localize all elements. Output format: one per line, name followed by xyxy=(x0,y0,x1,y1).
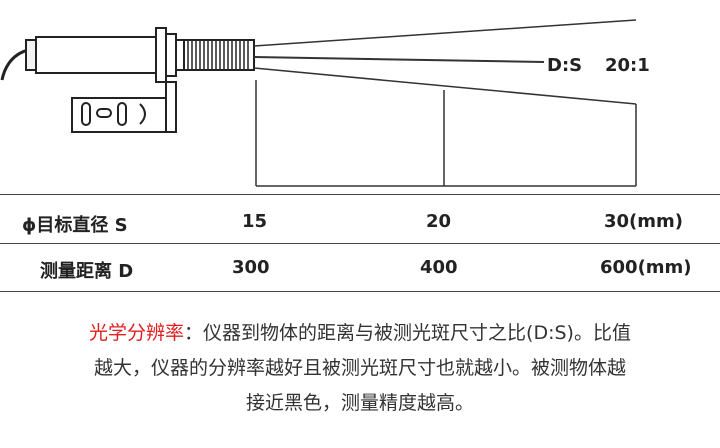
mounting-bracket xyxy=(71,81,177,133)
sensor-cable xyxy=(0,48,29,81)
optical-resolution-diagram: D:S 20:1 xyxy=(0,19,650,187)
optical-axis xyxy=(253,56,545,63)
table-cell: 600(mm) xyxy=(600,257,692,278)
table-cell: 400 xyxy=(420,257,458,278)
table-row-divider xyxy=(0,243,720,244)
distance-markers xyxy=(255,80,637,187)
row-label: ϕ目标直径 S xyxy=(22,215,128,236)
table-cell: 20 xyxy=(426,211,452,232)
description-line-1: 光学分辨率：仪器到物体的距离与被测光斑尺寸之比(D:S)。比值 xyxy=(0,316,720,351)
table-row-target-diameter: ϕ目标直径 S 15 20 30(mm) xyxy=(0,198,720,246)
table-cell: 30(mm) xyxy=(604,211,684,232)
ratio-label: D:S xyxy=(547,55,582,76)
description-line-3: 接近黑色，测量精度越高。 xyxy=(245,392,474,414)
row-label: 测量距离 D xyxy=(40,261,134,282)
ratio-value: 20:1 xyxy=(605,55,650,76)
sensor-body xyxy=(25,27,185,83)
description-text: ：仪器到物体的距离与被测光斑尺寸之比(D:S)。比值 xyxy=(184,322,631,344)
description-term: 光学分辨率 xyxy=(89,322,185,344)
table-cell: 15 xyxy=(242,211,268,232)
field-of-view-cone xyxy=(253,19,637,105)
table-bottom-border xyxy=(0,291,720,292)
table-row-measure-distance: 测量距离 D 300 400 600(mm) xyxy=(0,244,720,292)
table-cell: 300 xyxy=(232,257,270,278)
sensor-thread xyxy=(183,39,255,71)
table-top-border xyxy=(0,194,720,195)
description-line-2: 越大，仪器的分辨率越好且被测光斑尺寸也就越小。被测物体越 xyxy=(93,357,626,379)
description-paragraph: 光学分辨率：仪器到物体的距离与被测光斑尺寸之比(D:S)。比值 越大，仪器的分辨… xyxy=(0,316,720,421)
